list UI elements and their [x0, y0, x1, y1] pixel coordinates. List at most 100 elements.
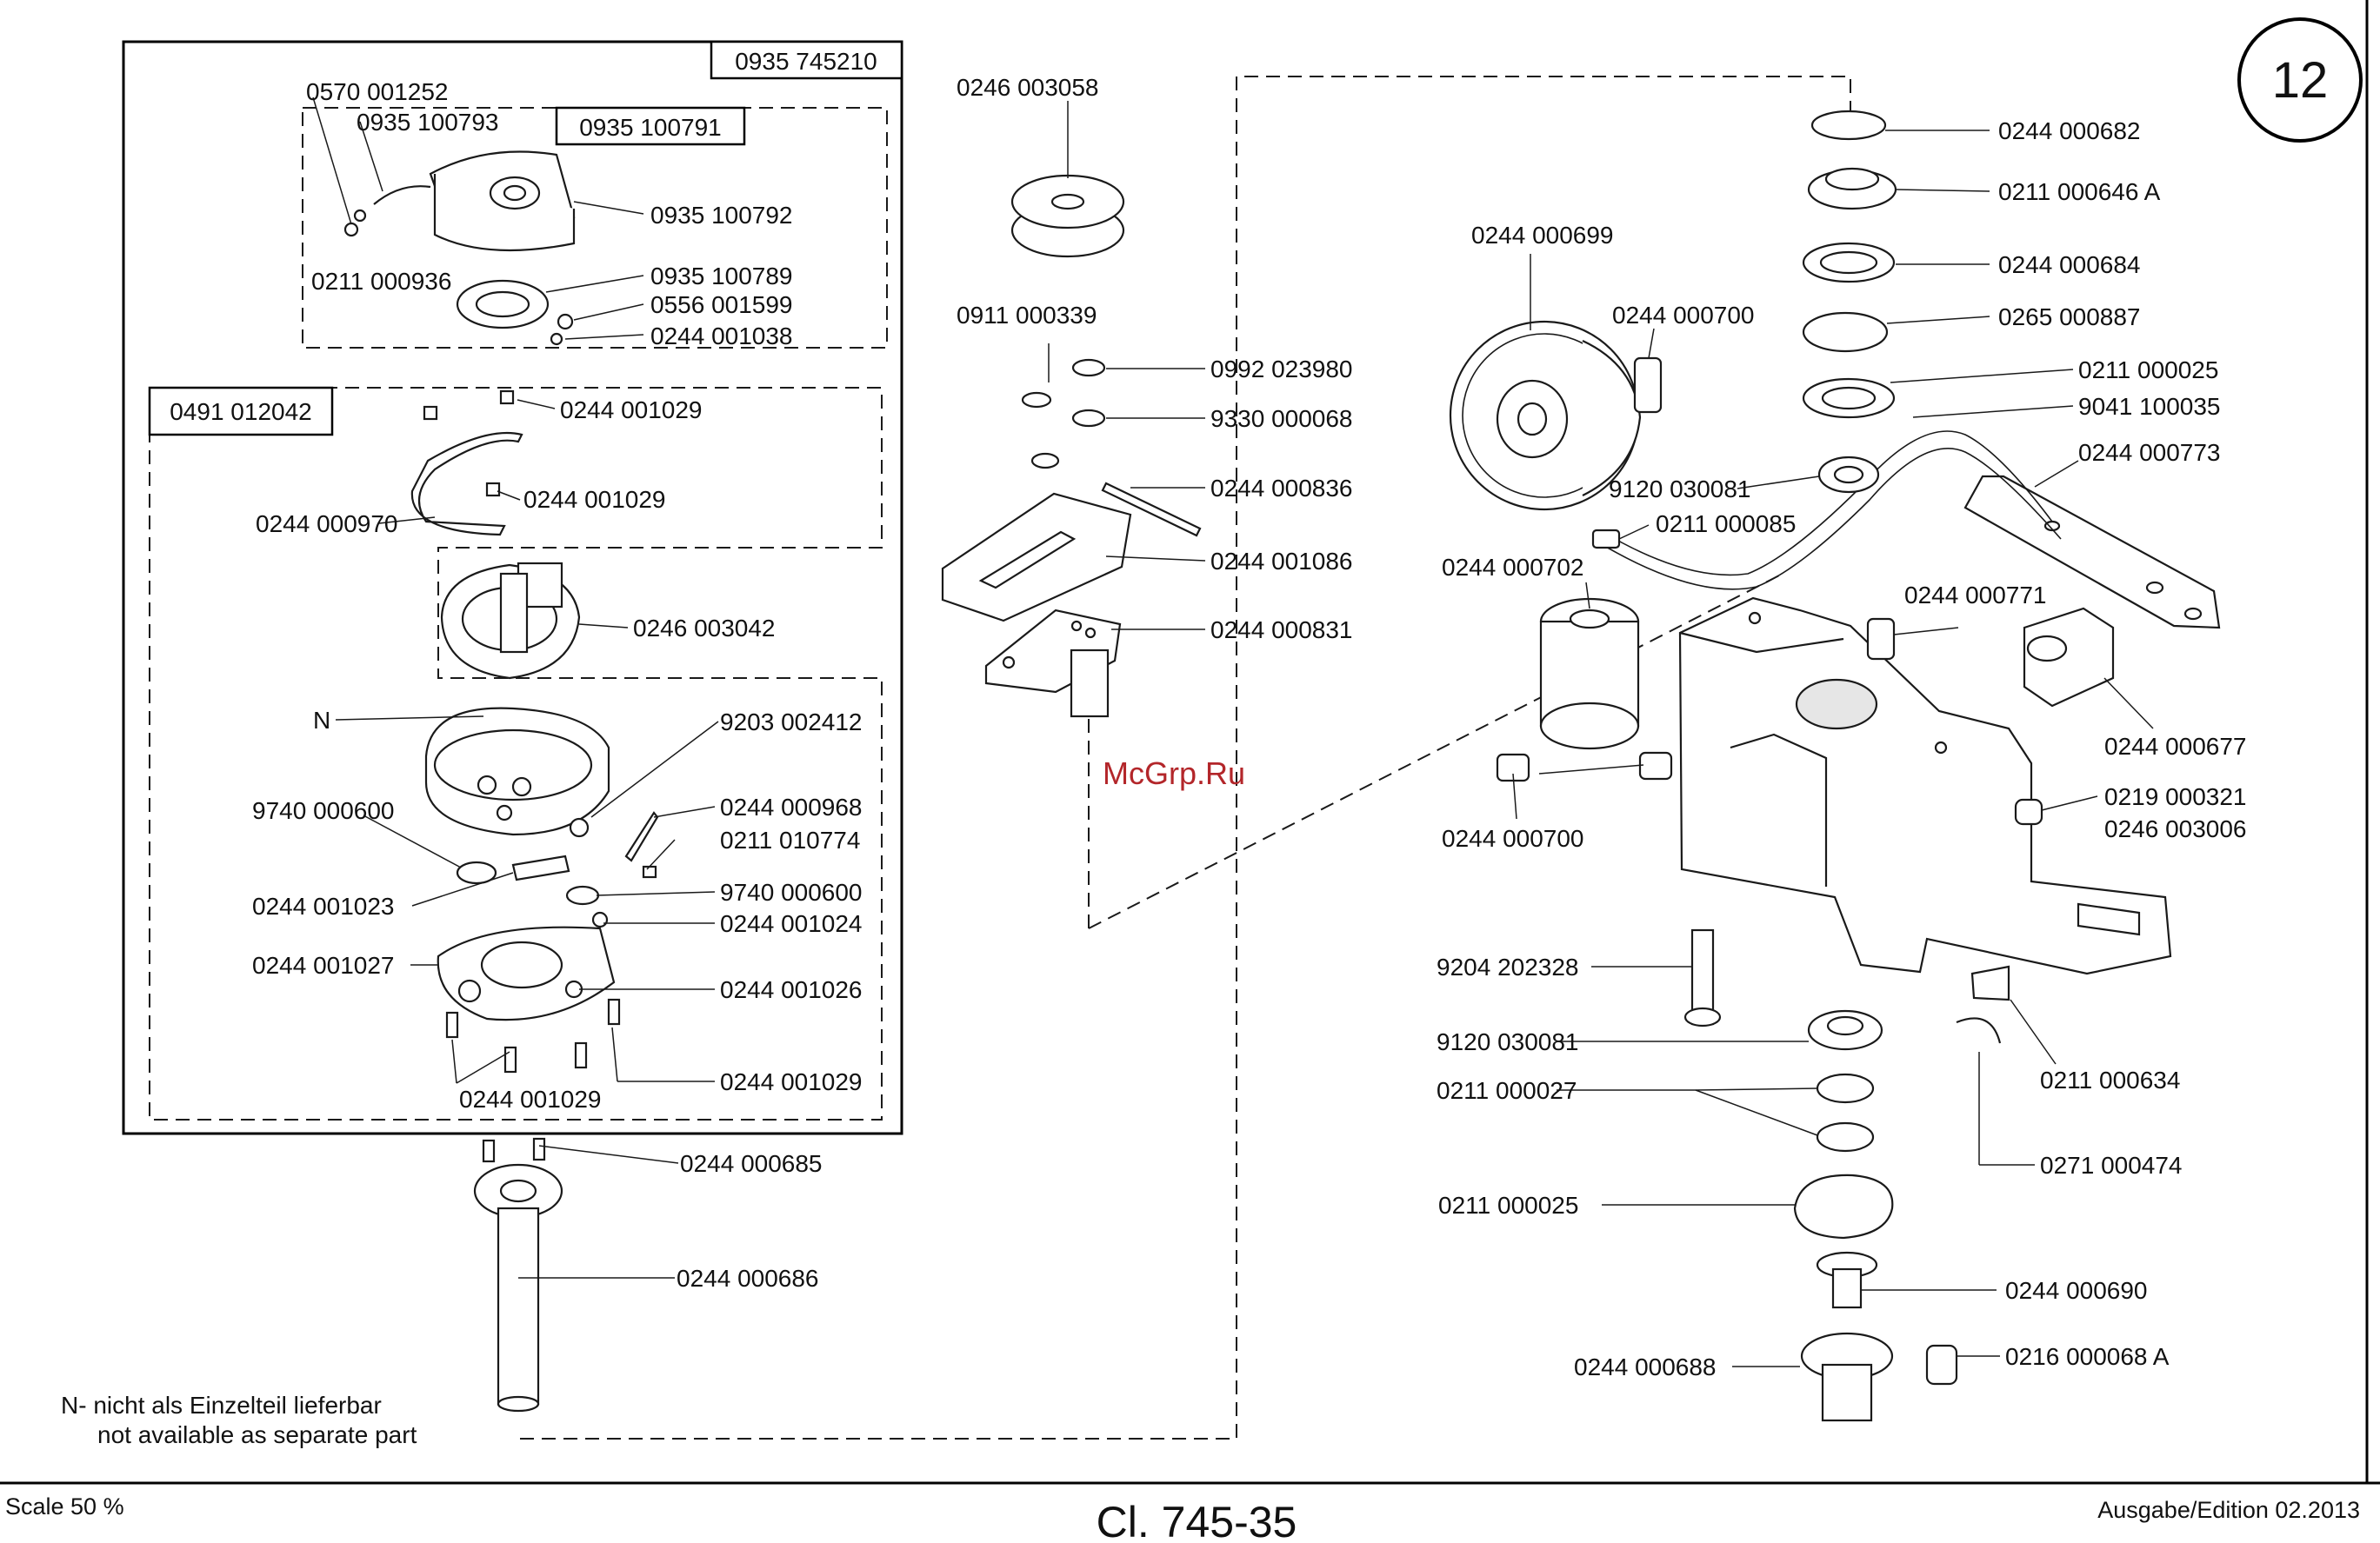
page-number-badge: 12: [2237, 17, 2363, 143]
part-label: 0244 000685: [680, 1150, 823, 1177]
part-label: 0244 000700: [1442, 825, 1584, 852]
assembly-label: 0935 745210: [735, 48, 877, 75]
part-label: 0244 000970: [256, 510, 398, 537]
assembly-label: 0935 100791: [579, 114, 722, 141]
edition-note: Ausgabe/Edition 02.2013: [2097, 1497, 2360, 1523]
part-labels: 0570 001252 0935 100793 0935 100792 0211…: [252, 74, 2247, 1380]
part-label: 0244 001024: [720, 910, 863, 937]
part-label: 0244 000773: [2078, 439, 2221, 466]
part-label: 0244 001038: [650, 323, 793, 349]
part-label: 0244 001027: [252, 952, 395, 979]
part-label: 0244 000684: [1998, 251, 2141, 278]
part-label: 9740 000600: [252, 797, 395, 824]
part-label: 0244 000677: [2104, 733, 2247, 760]
tension-spring-part: [456, 279, 574, 346]
bobbin-case-part: [343, 150, 576, 252]
watermark: McGrp.Ru: [1103, 755, 1245, 791]
part-label: 0211 000085: [1656, 510, 1796, 537]
part-label: 0244 000690: [2005, 1277, 2148, 1304]
lower-shaft-stack: [1683, 928, 2010, 1422]
middle-dashed-leader: [520, 76, 1851, 1440]
part-label: 0219 000321: [2104, 783, 2247, 810]
hook-base-part: [424, 707, 610, 836]
assembly-tag-0491-012042: 0491 012042: [148, 386, 334, 436]
part-label: 0211 010774: [720, 827, 860, 854]
part-label: 0211 000936: [311, 268, 451, 295]
part-label: 9203 002412: [720, 708, 863, 735]
part-label: 0244 000771: [1904, 582, 2047, 609]
part-label: 0211 000634: [2040, 1067, 2180, 1094]
part-label: 0244 000686: [677, 1265, 819, 1292]
scale-note: Scale 50 %: [5, 1493, 124, 1520]
screws-and-washers: [1021, 358, 1202, 537]
part-label: 0244 001029: [560, 396, 703, 423]
hook-small-parts: [456, 811, 659, 928]
set-screws: [1496, 751, 1673, 782]
housing-part: [1678, 596, 2172, 975]
part-label: 0211 000646 A: [1998, 178, 2161, 205]
part-label: 0211 000025: [1438, 1192, 1578, 1219]
part-label: 0911 000339: [957, 302, 1097, 329]
part-label: 0265 000887: [1998, 303, 2141, 330]
page-title: Cl. 745-35: [1097, 1498, 1297, 1543]
part-label: 9041 100035: [2078, 393, 2221, 420]
part-label: 0244 001029: [459, 1086, 602, 1113]
page-number: 12: [2272, 52, 2329, 109]
assembly-label: 0491 012042: [170, 398, 312, 425]
hook-part: [440, 562, 581, 680]
part-label: 0271 000474: [2040, 1152, 2183, 1179]
part-label: 9330 000068: [1210, 405, 1353, 432]
mounting-bracket-part: [1963, 475, 2221, 629]
leader-lines: [312, 96, 2154, 1367]
assembly-tag-0935-745210: 0935 745210: [710, 40, 903, 80]
part-label: 9204 202328: [1437, 954, 1579, 981]
bushing-part: [1866, 607, 2115, 708]
part-label: 0244 000968: [720, 794, 863, 821]
part-label: 9120 030081: [1609, 476, 1751, 502]
part-label: 0216 000068 A: [2005, 1343, 2170, 1370]
part-label: 0570 001252: [306, 78, 449, 105]
part-label: 0244 000831: [1210, 616, 1353, 643]
bevel-gear-part: [1539, 597, 1640, 750]
pin-part: [1633, 356, 1663, 414]
note-line-1: N- nicht als Einzelteil lieferbar: [61, 1392, 382, 1419]
part-label: 0246 003006: [2104, 815, 2247, 842]
plate-part: [941, 492, 1132, 622]
part-label: 0246 003042: [633, 615, 776, 642]
part-label: 0244 000682: [1998, 117, 2141, 144]
part-label: 0244 001026: [720, 976, 863, 1003]
part-label: 0246 003058: [957, 74, 1099, 101]
part-label: 0556 001599: [650, 291, 793, 318]
part-label: 0244 001029: [523, 486, 666, 513]
part-label: 0244 000699: [1471, 222, 1614, 249]
part-label: 0244 001086: [1210, 548, 1353, 575]
assembly-tag-0935-100791: 0935 100791: [555, 106, 746, 146]
part-label: 9120 030081: [1437, 1028, 1579, 1055]
part-label: 0992 023980: [1210, 356, 1353, 382]
part-label: 0244 001023: [252, 893, 395, 920]
gear-part: [1449, 320, 1642, 511]
part-label: 0244 000700: [1612, 302, 1755, 329]
hook-assembly-frame: [122, 40, 903, 1135]
part-label: 0244 001029: [720, 1068, 863, 1095]
hook-kit-dashed-frame: [149, 387, 883, 1121]
part-label: 0935 100792: [650, 202, 793, 229]
part-label: 0244 000836: [1210, 475, 1353, 502]
part-label: 0244 000688: [1574, 1353, 1717, 1380]
part-label: 0211 000025: [2078, 356, 2218, 383]
upper-shaft-stack: [1802, 110, 1897, 494]
part-label: N: [313, 707, 330, 734]
diagonal-dashed-leader: [1088, 573, 1783, 929]
needle-plate-ring-part: [437, 926, 616, 1021]
part-label: 0935 100789: [650, 263, 793, 289]
availability-note: N- nicht als Einzelteil lieferbar not av…: [61, 1392, 417, 1448]
part-label: 0935 100793: [357, 109, 499, 136]
bobbin-part: [1010, 174, 1125, 258]
part-label: 9740 000600: [720, 879, 863, 906]
note-line-2: not available as separate part: [97, 1421, 417, 1448]
part-label: 0211 000027: [1437, 1077, 1577, 1104]
part-label: 0244 000702: [1442, 554, 1584, 581]
hook-shaft-part: [473, 1137, 563, 1413]
hook-ring-part: [410, 389, 523, 536]
